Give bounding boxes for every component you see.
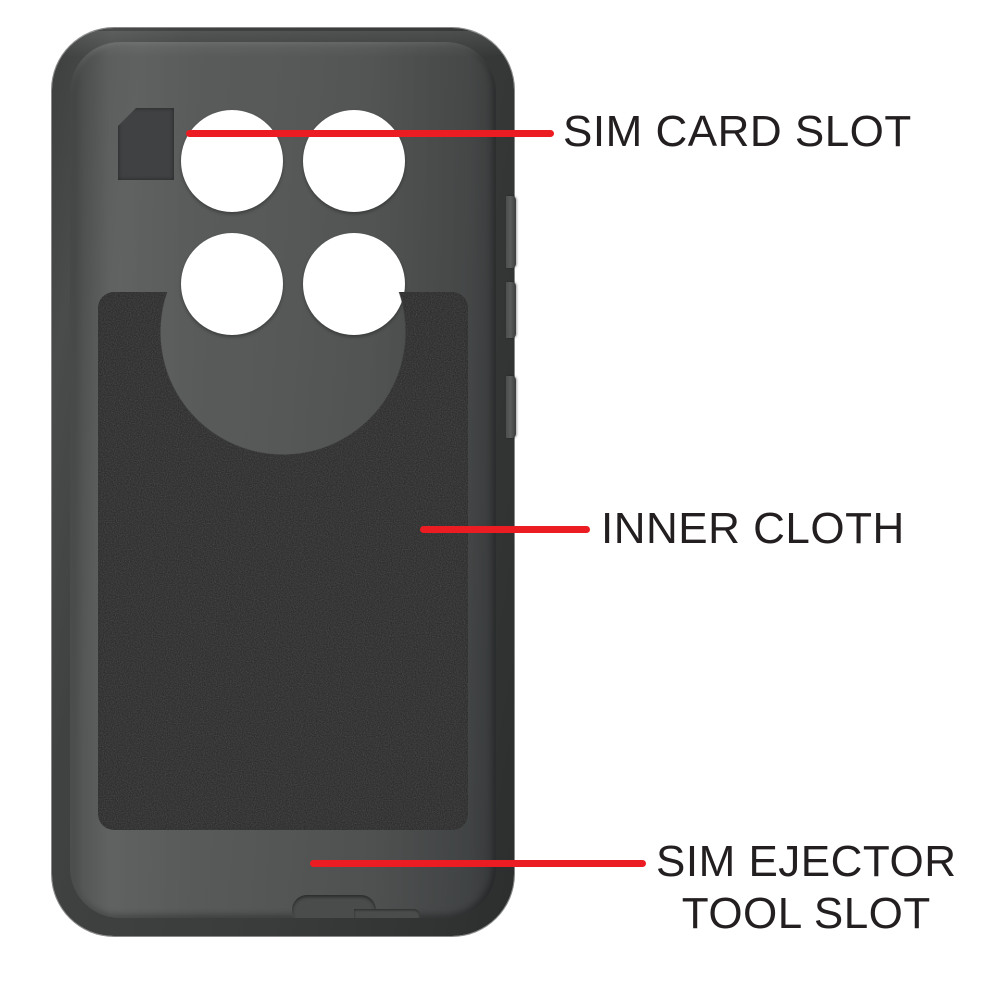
cloth-texture <box>98 292 468 830</box>
inner-cloth <box>98 292 468 830</box>
leader-line-sim-ejector-tool-slot <box>310 860 646 867</box>
ejector-slot-tail <box>354 909 420 918</box>
label-inner-cloth: INNER CLOTH <box>601 504 905 553</box>
side-button-1 <box>506 196 516 268</box>
phone-case-body <box>52 28 514 936</box>
side-button-2 <box>506 282 516 338</box>
phone-case-inner-cavity <box>70 42 496 918</box>
leader-line-inner-cloth <box>420 526 590 533</box>
label-sim-card-slot: SIM CARD SLOT <box>563 107 912 156</box>
leader-line-sim-card-slot <box>186 130 554 137</box>
label-sim-ejector-tool-slot: SIM EJECTOR TOOL SLOT <box>656 837 957 938</box>
sim-ejector-tool-slot <box>292 895 422 918</box>
sim-card-slot <box>118 108 174 180</box>
camera-cutout-1 <box>181 110 283 212</box>
side-button-3 <box>506 376 516 438</box>
camera-cutout-2 <box>303 110 405 212</box>
